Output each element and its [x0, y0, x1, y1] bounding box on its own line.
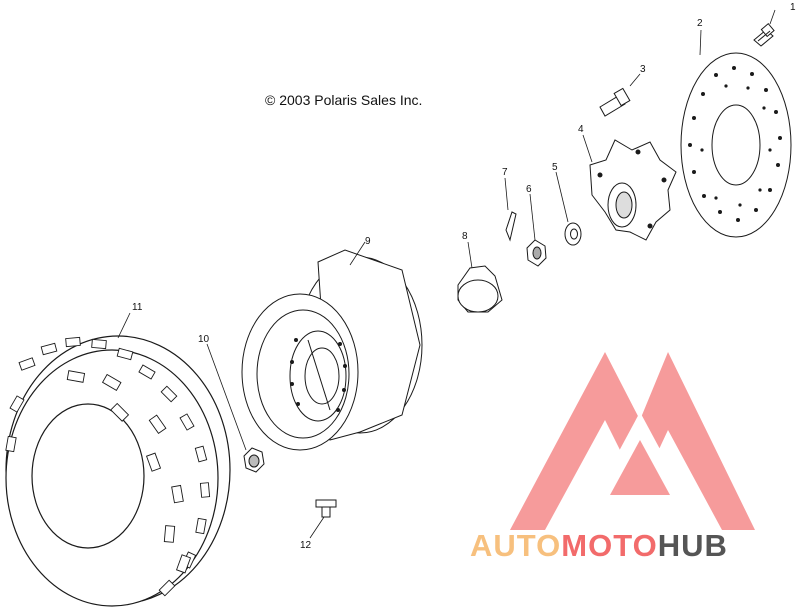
part-hub-4 — [589, 139, 677, 241]
callout-10: 10 — [198, 334, 210, 345]
callout-12: 12 — [300, 540, 312, 551]
part-lug-nut-10 — [243, 447, 265, 473]
part-brake-disc-2 — [680, 52, 792, 238]
part-washer-5 — [564, 222, 582, 246]
part-cotter-pin-7 — [505, 211, 517, 242]
callout-6: 6 — [526, 184, 532, 195]
part-hub-cap-8 — [457, 265, 503, 313]
callout-5: 5 — [552, 162, 558, 173]
callout-2: 2 — [697, 18, 703, 29]
part-tire-11 — [5, 335, 231, 607]
watermark-hub: HUB — [657, 528, 728, 563]
part-wheel-rim-9 — [241, 249, 423, 451]
watermark-logo-icon — [510, 352, 755, 530]
callout-1: 1 — [790, 2, 796, 13]
part-bolt-1 — [753, 23, 775, 47]
callout-4: 4 — [578, 124, 584, 135]
copyright-notice: © 2003 Polaris Sales Inc. — [265, 92, 423, 108]
part-stud-3 — [599, 87, 631, 117]
callout-7: 7 — [502, 167, 508, 178]
watermark-text: AUTOMOTOHUB — [470, 528, 728, 564]
part-castle-nut-6 — [526, 239, 547, 267]
watermark-moto: MOTO — [561, 528, 658, 563]
part-bolt-12 — [315, 499, 337, 518]
callout-11: 11 — [132, 302, 143, 313]
watermark-auto: AUTO — [470, 528, 562, 563]
callout-3: 3 — [640, 64, 646, 75]
callout-8: 8 — [462, 231, 468, 242]
callout-9: 9 — [365, 236, 371, 247]
